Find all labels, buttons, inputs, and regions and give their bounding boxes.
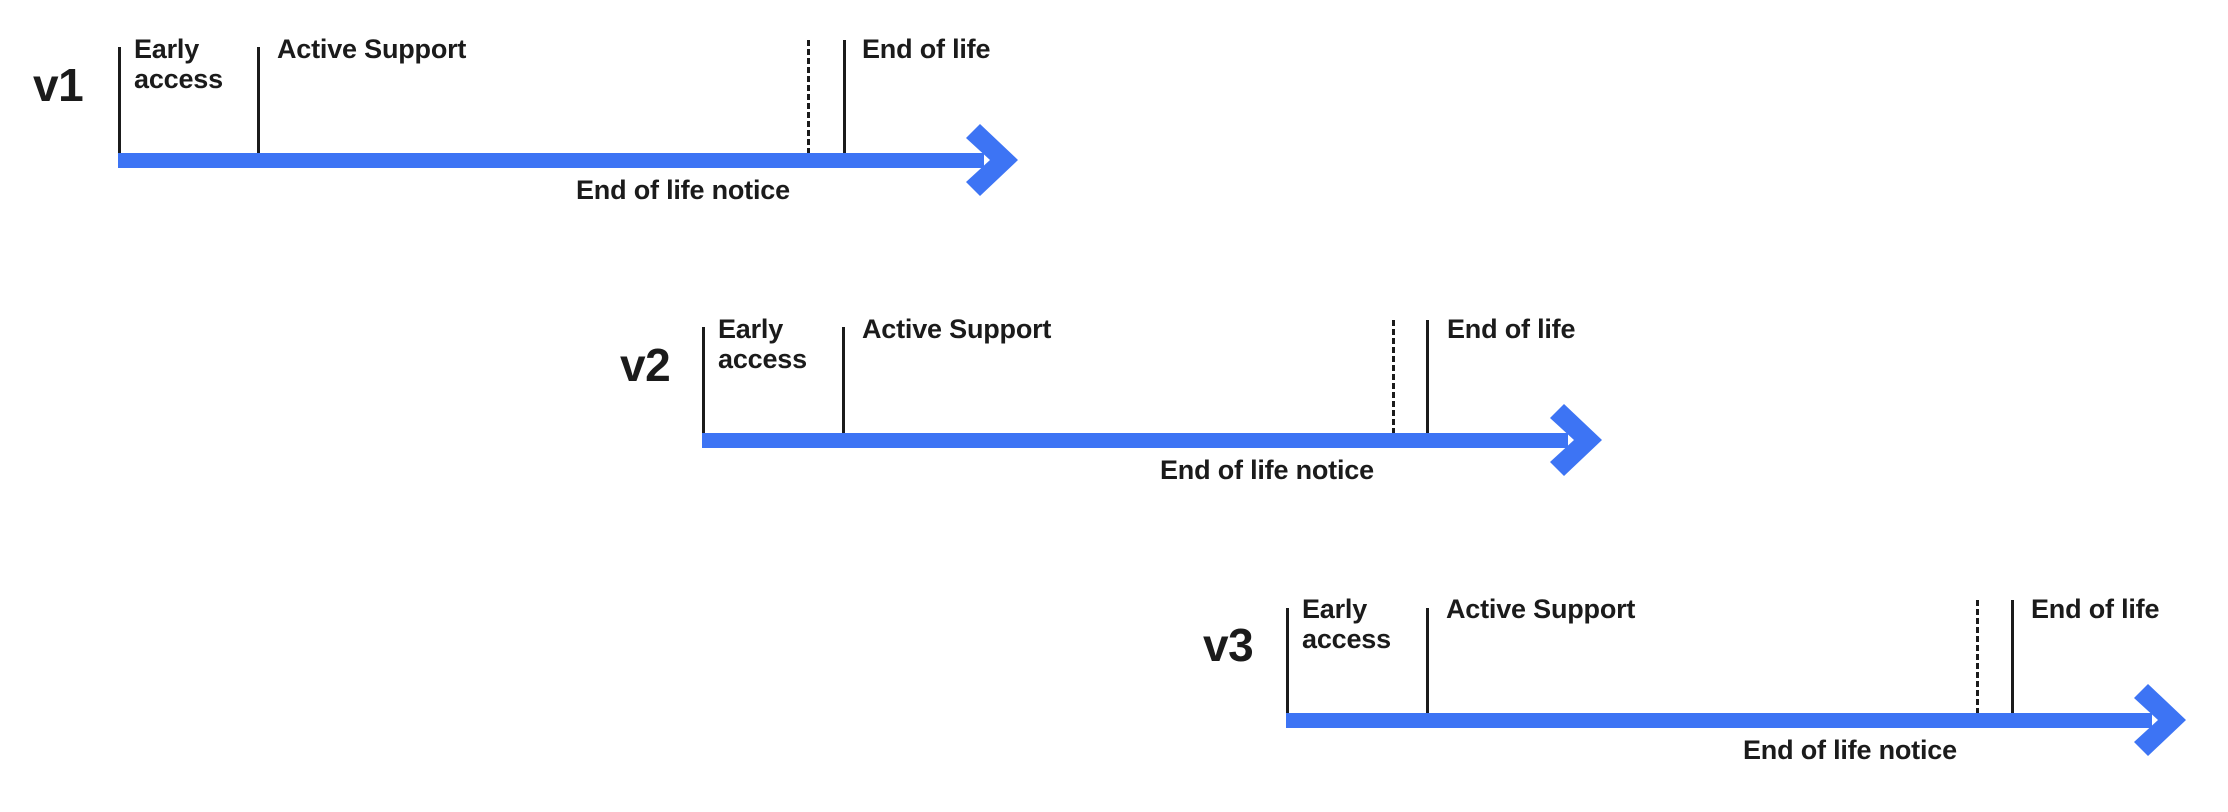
- phase-label-early-access-v2: Early access: [718, 314, 807, 375]
- version-label-v2: v2: [620, 339, 671, 391]
- notice-label-v2: End of life notice: [1160, 455, 1374, 485]
- boundary-end-of-life-notice-start-v3: [1976, 600, 1979, 714]
- phase-label-end-of-life-v3: End of life: [2031, 594, 2160, 624]
- notice-label-v1: End of life notice: [576, 175, 790, 205]
- boundary-end-of-life-start-v3: [2011, 600, 2014, 714]
- version-label-v1: v1: [33, 59, 84, 111]
- lifecycle-bar-v1: [118, 153, 984, 168]
- boundary-early-access-start-v1: [118, 47, 121, 154]
- lifecycle-bar-v3: [1286, 713, 2152, 728]
- phase-label-early-access-v1: Early access: [134, 34, 223, 95]
- boundary-early-access-start-v3: [1286, 608, 1289, 714]
- boundary-active-support-start-v2: [842, 327, 845, 434]
- phase-label-end-of-life-v2: End of life: [1447, 314, 1576, 344]
- boundary-active-support-start-v3: [1426, 608, 1429, 714]
- lifecycle-bar-v2: [702, 433, 1568, 448]
- phase-label-end-of-life-v1: End of life: [862, 34, 991, 64]
- phase-label-early-access-v3: Early access: [1302, 594, 1391, 655]
- phase-label-active-support-v1: Active Support: [277, 34, 467, 64]
- boundary-active-support-start-v1: [257, 47, 260, 154]
- phase-label-active-support-v3: Active Support: [1446, 594, 1636, 624]
- phase-label-active-support-v2: Active Support: [862, 314, 1052, 344]
- boundary-end-of-life-notice-start-v2: [1392, 320, 1395, 434]
- boundary-early-access-start-v2: [702, 327, 705, 434]
- boundary-end-of-life-start-v1: [843, 40, 846, 154]
- version-label-v3: v3: [1203, 619, 1254, 671]
- boundary-end-of-life-notice-start-v1: [807, 40, 810, 154]
- boundary-end-of-life-start-v2: [1426, 320, 1429, 434]
- notice-label-v3: End of life notice: [1743, 735, 1957, 765]
